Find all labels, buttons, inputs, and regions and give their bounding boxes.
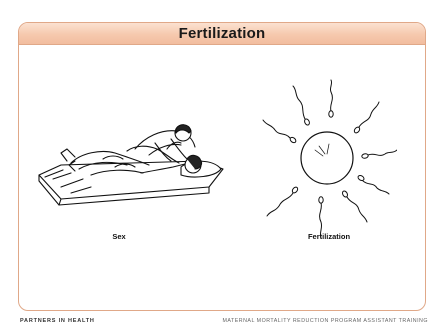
slide-title: Fertilization (179, 25, 266, 42)
egg-and-sperm-illustration (257, 78, 397, 238)
caption-fertilization: Fertilization (289, 232, 369, 241)
footer-organization: PARTNERS IN HEALTH (20, 318, 95, 324)
caption-sex: Sex (89, 232, 149, 241)
couple-illustration (31, 103, 231, 218)
slide-frame: Fertilization (18, 22, 426, 311)
title-bar: Fertilization (19, 23, 425, 45)
footer-program: MATERNAL MORTALITY REDUCTION PROGRAM ASS… (222, 318, 428, 324)
